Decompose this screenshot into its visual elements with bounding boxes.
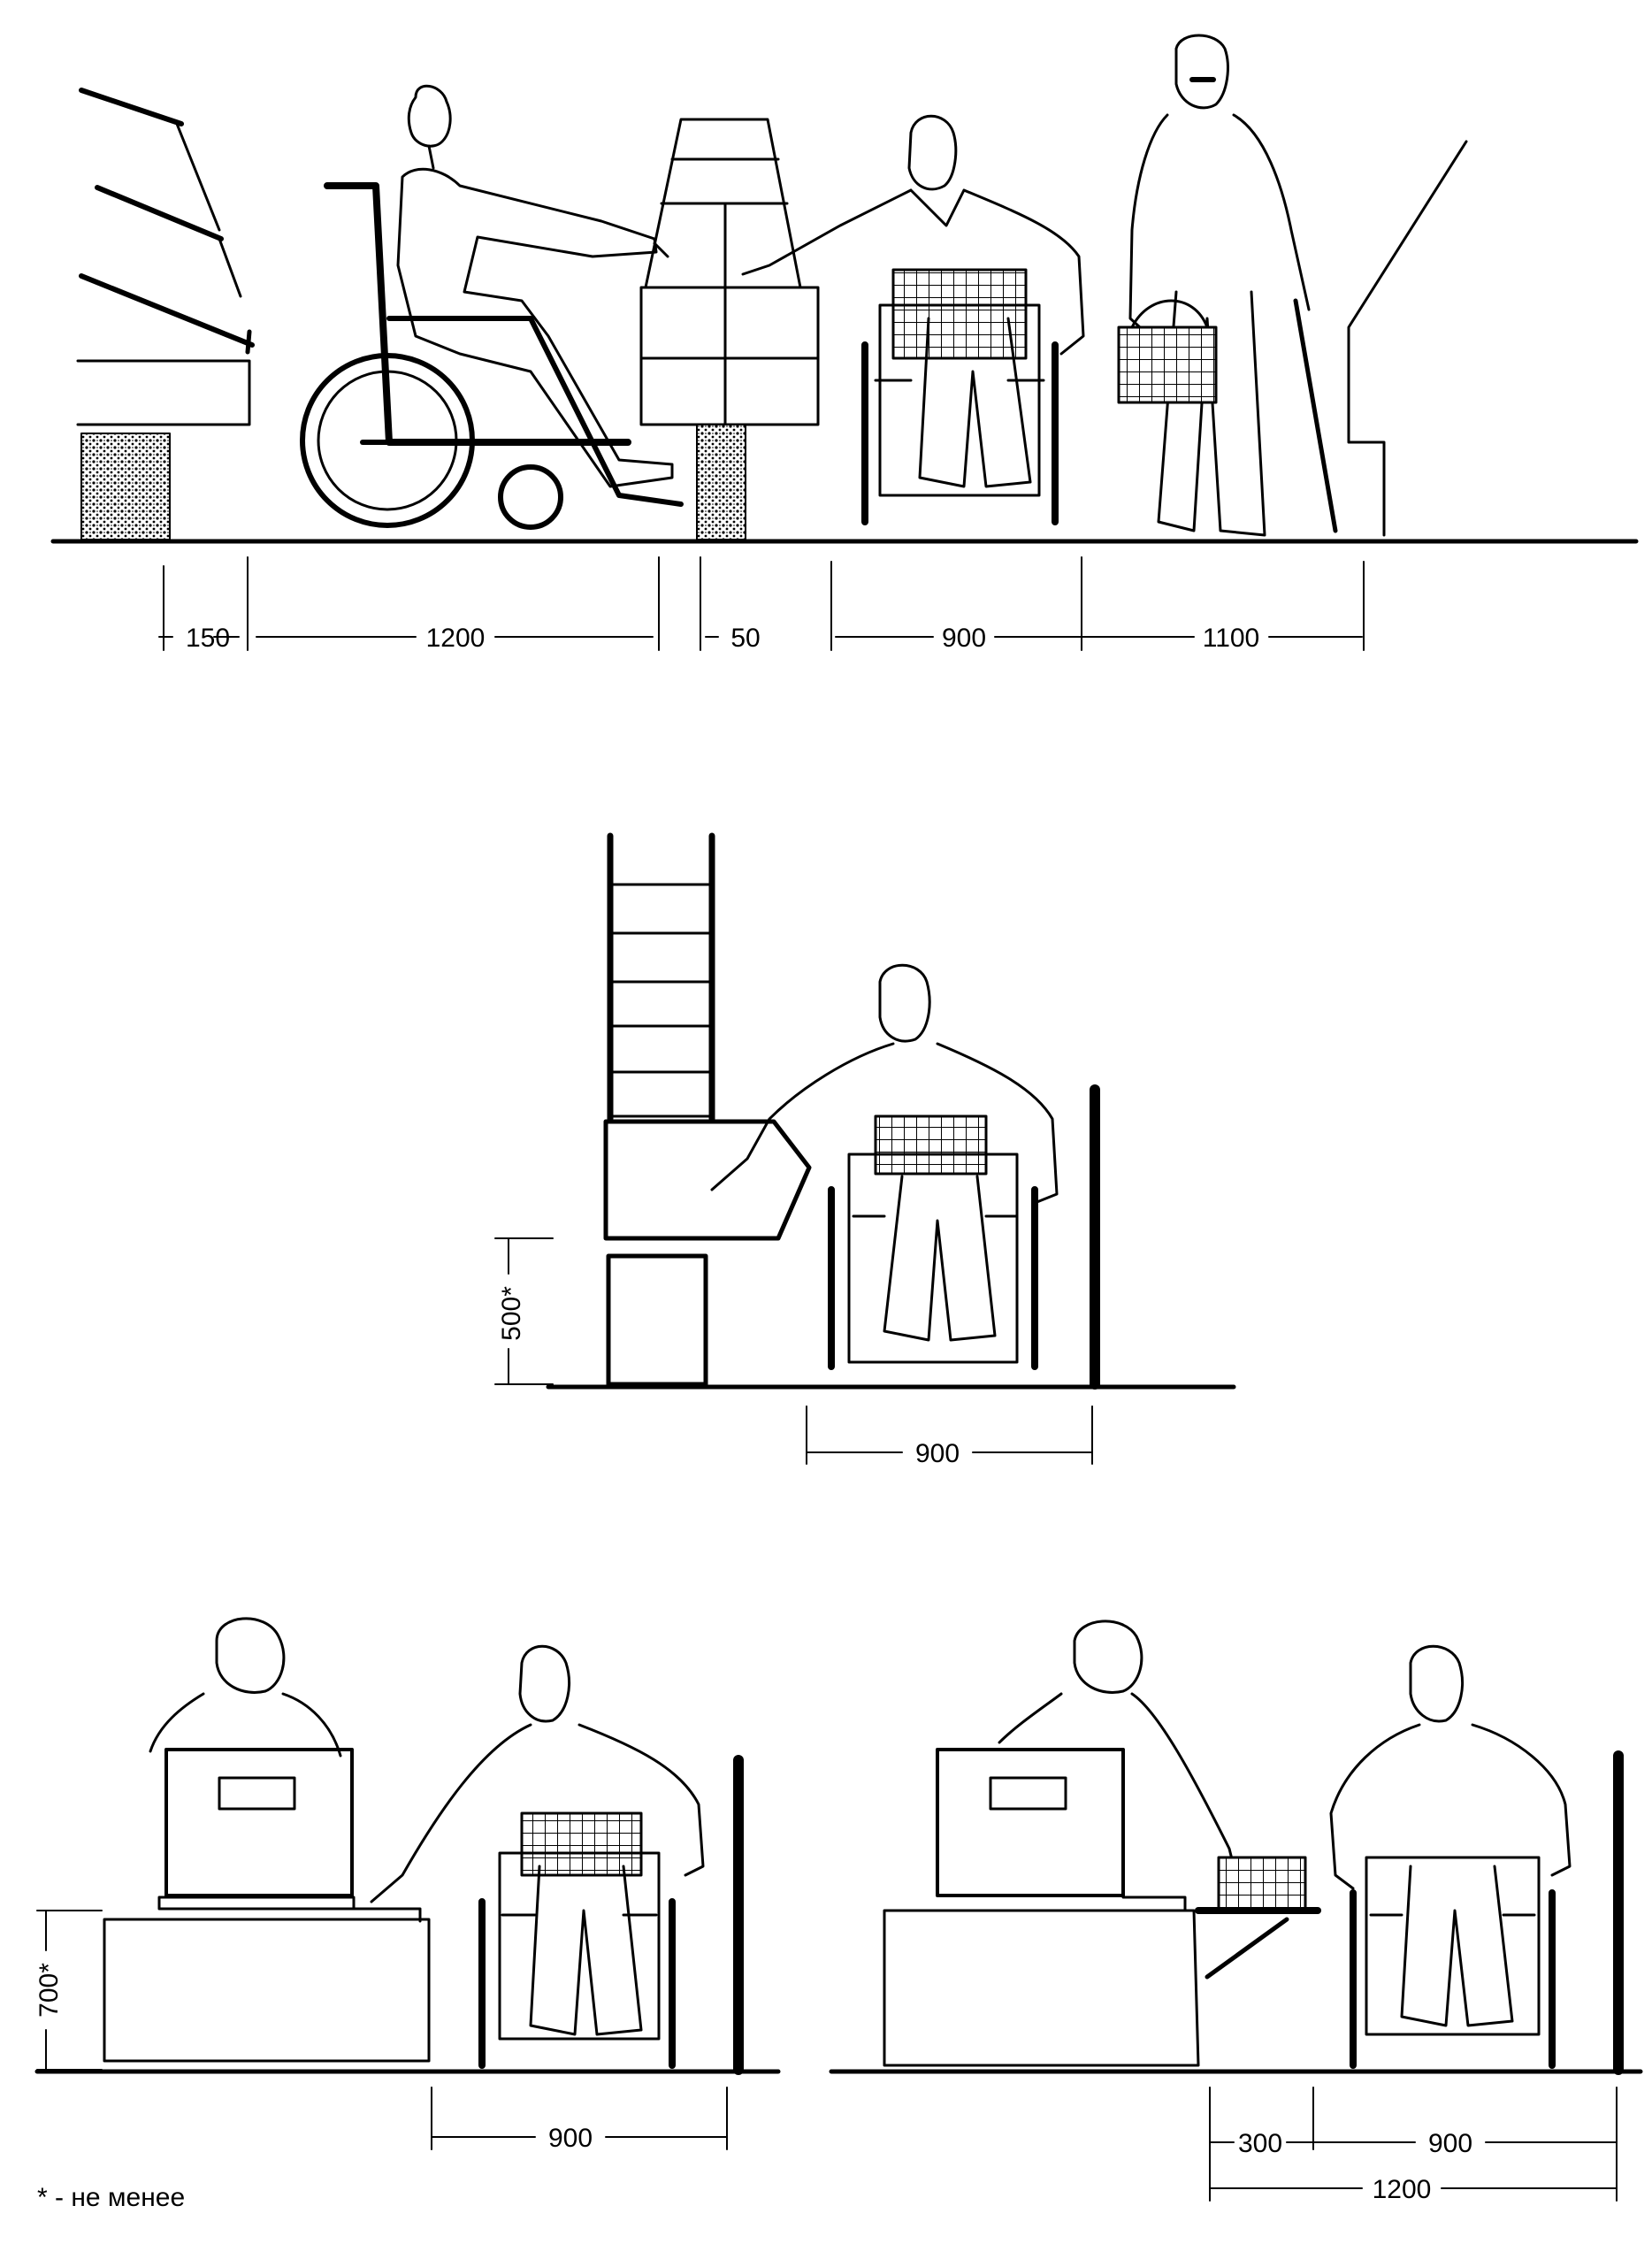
dim-top-150: 150 (186, 624, 230, 653)
shelving-unit (76, 88, 255, 540)
scene-bottom-left: 700* 900 (34, 1617, 781, 2153)
computer-monitor (936, 1748, 1125, 1897)
wheelchair-front (478, 1811, 676, 2069)
bottom-left-dimension-ticks (36, 1910, 728, 2150)
wheelchair-front (861, 268, 1059, 525)
dim-bottom-left-width: 900 (548, 2124, 593, 2153)
seated-man-front (1329, 1644, 1572, 2027)
seated-man-paying (370, 1644, 705, 2036)
stepped-wall (1347, 140, 1468, 537)
basket (1217, 1856, 1307, 1911)
standing-man-with-cane (1117, 34, 1338, 537)
display-counter (639, 118, 820, 540)
scene-bottom-right: 300 900 1200 (829, 1620, 1643, 2204)
footnote: * - не менее (37, 2183, 186, 2212)
seated-man-reaching (396, 84, 674, 488)
dim-top-900: 900 (942, 624, 986, 653)
dim-top-50: 50 (730, 624, 760, 653)
dim-bottom-right-a: 300 (1238, 2129, 1282, 2158)
dim-top-1200: 1200 (426, 624, 486, 653)
dim-bottom-right-total: 1200 (1373, 2175, 1432, 2204)
dim-bottom-left-height: 700* (34, 1963, 64, 2018)
cashier-woman (998, 1620, 1235, 1868)
tall-shelf (603, 832, 812, 1387)
dim-top-1100: 1100 (1203, 624, 1260, 653)
wheelchair-front (828, 1114, 1038, 1370)
computer-monitor (157, 1748, 356, 1911)
top-dimension-ticks (158, 556, 1365, 651)
dim-bottom-right-b: 900 (1428, 2129, 1472, 2158)
scene-top: 150 1200 50 900 1100 (50, 34, 1639, 653)
dim-middle-height: 500* (497, 1286, 526, 1341)
bottom-right-dimension-ticks (1209, 2087, 1618, 2202)
cashier-desk (103, 1907, 431, 2063)
seated-man-front (741, 114, 1085, 488)
seated-man-reaching (710, 963, 1059, 1342)
dim-middle-width: 900 (915, 1439, 960, 1468)
cashier-desk (883, 1856, 1321, 2067)
wheelchair-front (1350, 1856, 1556, 2069)
scene-middle: 500* 900 (494, 832, 1236, 1468)
wheelchair-side (300, 182, 684, 530)
cashier-woman (149, 1617, 342, 1758)
middle-dimension-ticks (494, 1237, 1093, 1465)
